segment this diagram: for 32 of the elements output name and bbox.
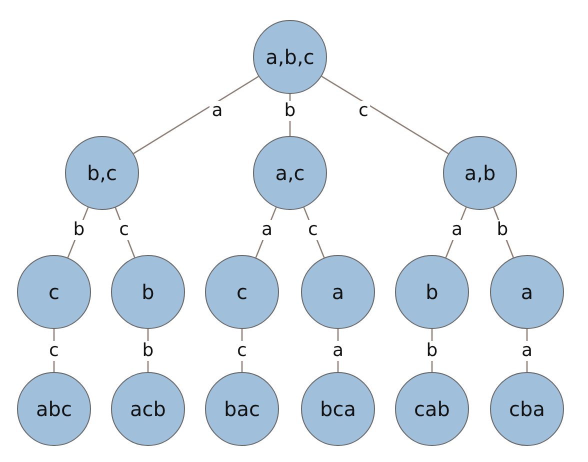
node-label: b,c [86, 161, 118, 185]
edge-label: c [117, 220, 131, 240]
node-label: a [332, 280, 344, 304]
edge-label: b [71, 220, 87, 240]
tree-edge [53, 329, 55, 372]
node-label: bac [224, 397, 260, 421]
edge-label: a [449, 220, 465, 240]
tree-edge [133, 76, 259, 154]
node-label: cba [509, 397, 545, 421]
edge-label: c [306, 220, 320, 240]
tree-edge [241, 329, 243, 372]
tree-edge [303, 207, 325, 258]
tree-edge [289, 94, 291, 136]
node-label: a,c [275, 161, 305, 185]
tree-edge [431, 329, 433, 372]
edge-label: b [494, 220, 510, 240]
node-label: a,b,c [266, 45, 314, 69]
node-label: c [236, 280, 248, 304]
edge-label: c [47, 340, 61, 360]
edge-label: c [235, 340, 249, 360]
tree-edge [147, 329, 149, 372]
node-label: a,b [464, 161, 496, 185]
node-label: acb [130, 397, 166, 421]
node-label: a [520, 280, 534, 304]
node-label: cab [414, 397, 450, 421]
node-label: b [142, 280, 154, 304]
node-label: b [426, 280, 438, 304]
node-label: c [48, 280, 60, 304]
tree-edge [321, 76, 449, 154]
node-label: abc [36, 397, 72, 421]
node-label: bca [320, 397, 356, 421]
edge-label: a [259, 220, 275, 240]
